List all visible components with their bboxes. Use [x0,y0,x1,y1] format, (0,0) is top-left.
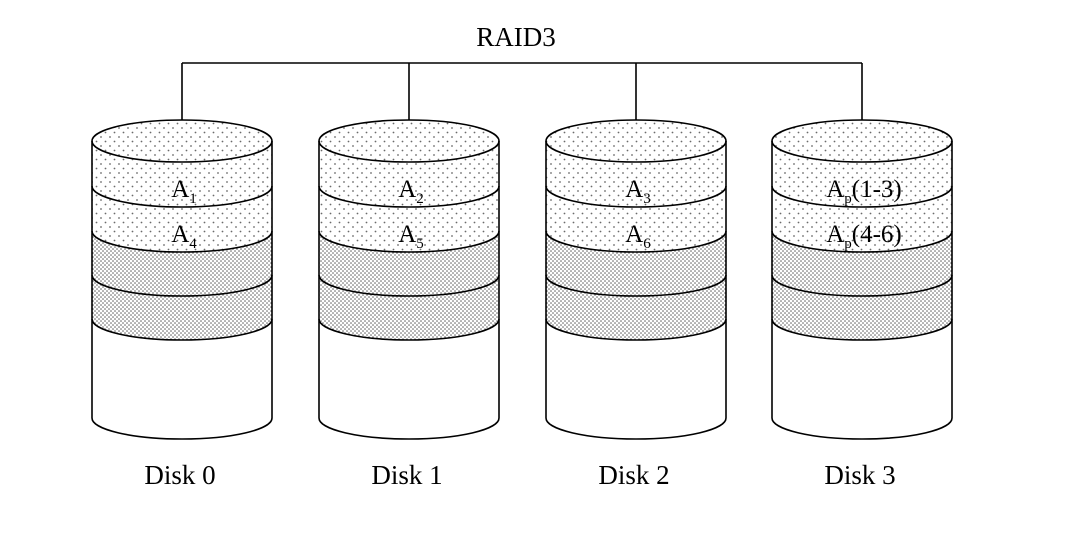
block-label-main: A [398,176,416,203]
disk-used-region [319,141,499,252]
block-label-main: A [826,221,844,248]
disk-reserved-region [772,231,952,340]
block-label-main: A [171,176,189,203]
disk-reserved-region [546,231,726,340]
block-label-subscript: p [844,191,852,207]
disk-bottom-arc [318,417,500,440]
block-label-1-0: A2 [398,176,424,207]
disk-separator-arc-1 [318,230,500,253]
disk-separator-arc-0 [771,185,953,208]
disk-separator-arc-3 [318,318,500,341]
block-label-subscript: 2 [416,191,424,207]
disk-3: Ap(1-3)Ap(4-6)Disk 3 [771,119,953,490]
disk-reserved-region [319,231,499,340]
block-label-main: A [171,221,189,248]
disk-separator-arc-2 [545,274,727,297]
block-label-main: A [398,221,416,248]
block-label-subscript: p [844,236,852,252]
raid-bus [181,62,863,137]
disk-used-region [546,141,726,252]
diagram-title: RAID3 [476,22,556,52]
block-label-subscript: 4 [189,236,197,252]
disk-separator-arc-2 [91,274,273,297]
block-label-0-0: A1 [171,176,197,207]
disk-used-region [92,141,272,252]
block-label-subscript: 1 [189,191,197,207]
disk-label-1: Disk 1 [371,460,442,490]
disk-top-ellipse [771,119,953,163]
block-label-subscript: 6 [643,236,651,252]
block-label-0-1: A4 [171,221,197,252]
block-label-suffix: (1-3) [852,176,902,203]
block-label-main: A [826,176,844,203]
disk-label-2: Disk 2 [598,460,669,490]
block-label-subscript: 3 [643,191,651,207]
block-label-2-1: A6 [625,221,651,252]
block-label-subscript: 5 [416,236,424,252]
disk-bottom-arc [545,417,727,440]
disk-bottom-arc [91,417,273,440]
block-label-1-1: A5 [398,221,424,252]
disk-separator-arc-1 [771,230,953,253]
disk-label-3: Disk 3 [824,460,895,490]
disk-label-0: Disk 0 [144,460,215,490]
disk-separator-arc-3 [545,318,727,341]
disk-top-ellipse [545,119,727,163]
disk-top-ellipse [91,119,273,163]
block-label-main: A [625,176,643,203]
block-label-main: A [625,221,643,248]
block-label-2-0: A3 [625,176,651,207]
disk-separator-arc-1 [545,230,727,253]
disk-separator-arc-3 [91,318,273,341]
disk-separator-arc-0 [318,185,500,208]
disk-used-region [772,141,952,252]
disk-separator-arc-0 [545,185,727,208]
block-label-suffix: (4-6) [852,221,902,248]
disk-separator-arc-2 [318,274,500,297]
disk-separator-arc-0 [91,185,273,208]
disk-separator-arc-3 [771,318,953,341]
block-label-3-0: Ap(1-3) [826,176,902,207]
disk-separator-arc-2 [771,274,953,297]
disk-reserved-region [92,231,272,340]
block-label-3-1: Ap(4-6) [826,221,902,252]
disk-separator-arc-1 [91,230,273,253]
disk-bottom-arc [771,417,953,440]
disk-top-ellipse [318,119,500,163]
